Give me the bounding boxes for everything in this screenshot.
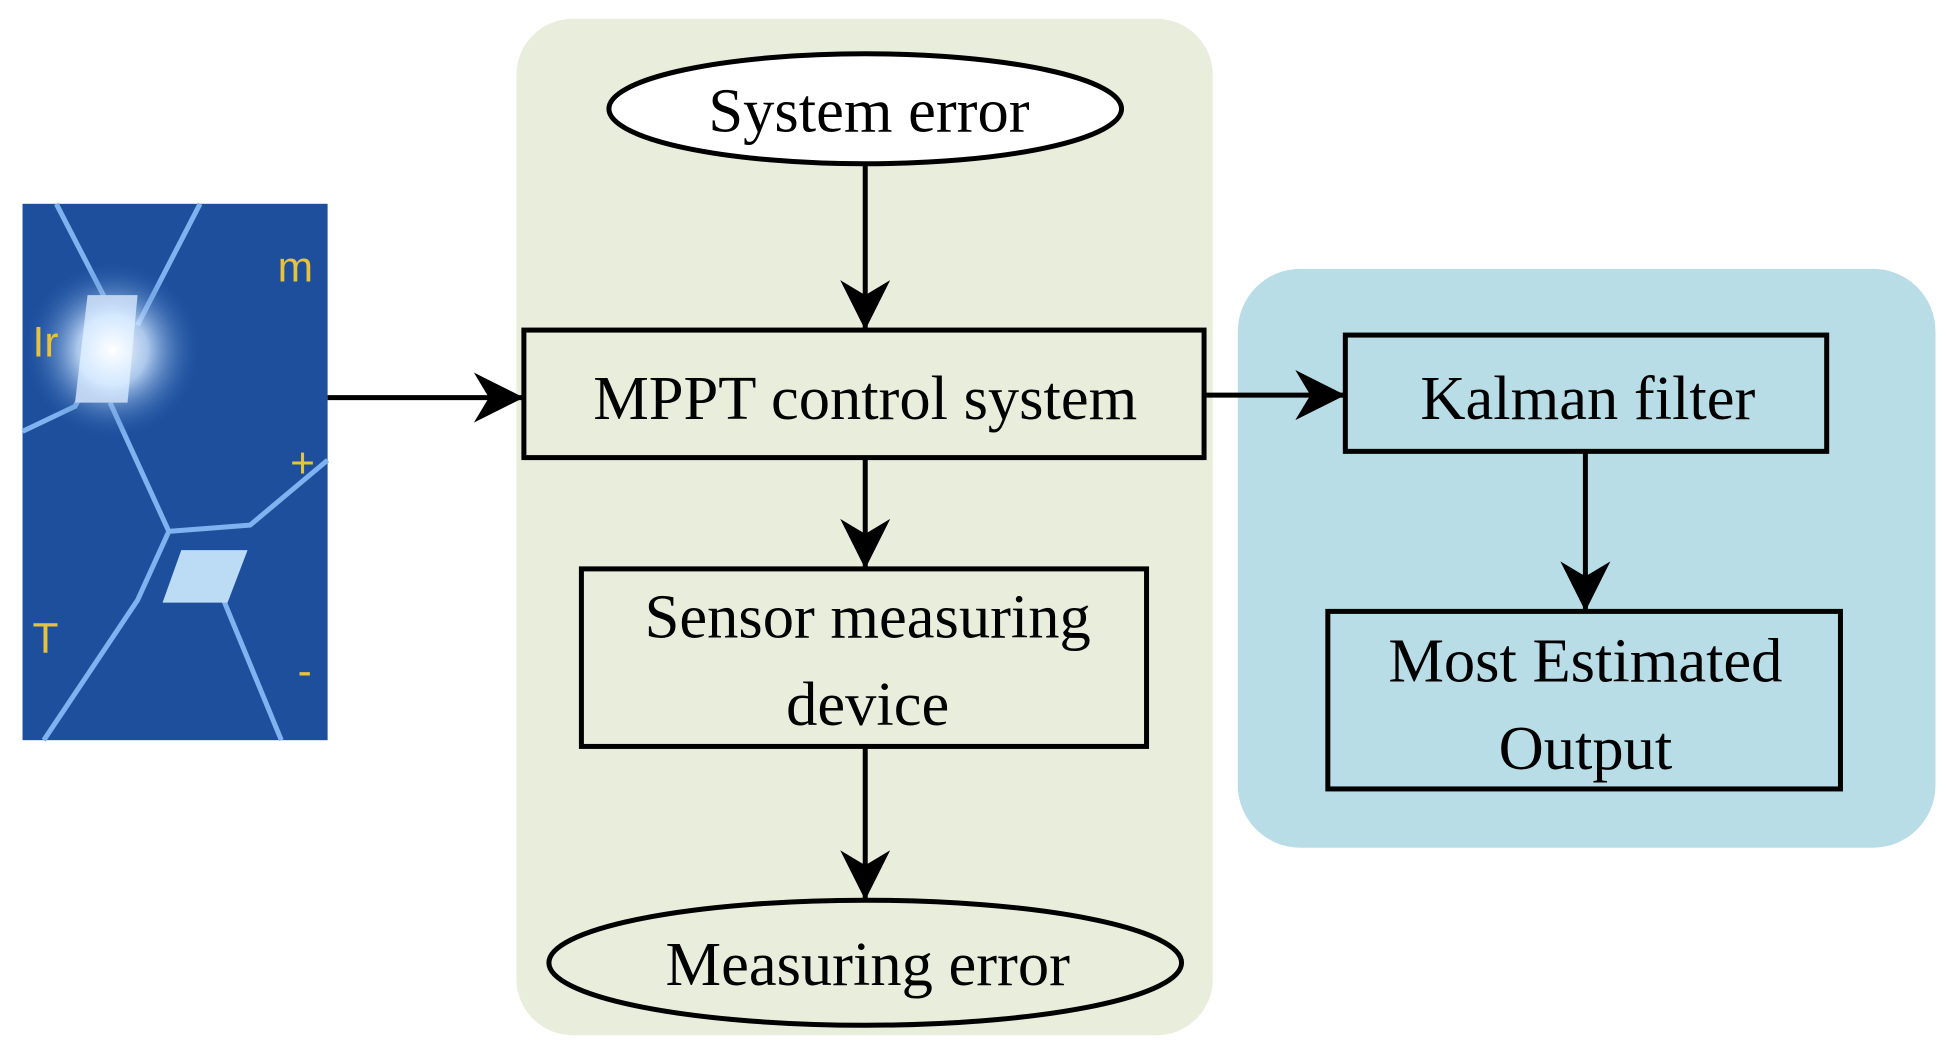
system-error-label: System error <box>708 75 1029 145</box>
output-label-line2: Output <box>1499 713 1673 783</box>
kalman-label: Kalman filter <box>1420 363 1755 433</box>
label-ir: Ir <box>33 319 59 366</box>
measuring-error-node <box>546 897 1185 1028</box>
system-error-node <box>606 51 1125 167</box>
label-plus: + <box>290 441 315 488</box>
sensor-node <box>578 566 1150 749</box>
sensor-label-line1: Sensor measuring <box>645 582 1091 652</box>
label-m: m <box>278 244 313 291</box>
kalman-node <box>1342 332 1830 454</box>
output-node <box>1325 608 1843 792</box>
sensor-label-line2: device <box>786 669 949 739</box>
mppt-label: MPPT control system <box>593 363 1137 433</box>
label-t: T <box>33 616 59 663</box>
solar-panel-image: Ir m + T - <box>21 202 330 742</box>
label-minus: - <box>298 648 312 695</box>
mppt-node <box>521 327 1207 461</box>
measuring-error-label: Measuring error <box>666 929 1071 999</box>
output-label-line1: Most Estimated <box>1388 625 1782 695</box>
